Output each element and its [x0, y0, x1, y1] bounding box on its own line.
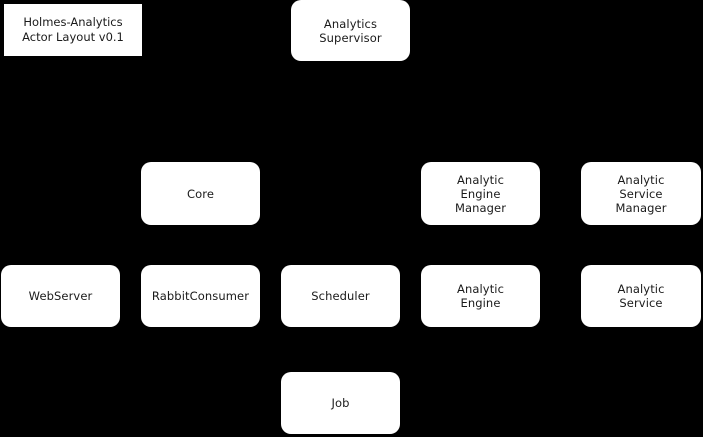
- node-analytics-supervisor[interactable]: Analytics Supervisor: [291, 0, 410, 61]
- node-core[interactable]: Core: [141, 162, 260, 225]
- node-analytic-service-manager[interactable]: Analytic Service Manager: [581, 162, 701, 225]
- node-analytic-engine[interactable]: Analytic Engine: [421, 265, 540, 327]
- diagram-title-box: Holmes-Analytics Actor Layout v0.1: [2, 2, 144, 58]
- node-analytic-service[interactable]: Analytic Service: [581, 265, 701, 327]
- node-analytic-engine-manager[interactable]: Analytic Engine Manager: [421, 162, 540, 225]
- node-webserver[interactable]: WebServer: [1, 265, 120, 327]
- node-rabbitconsumer[interactable]: RabbitConsumer: [141, 265, 260, 327]
- node-job[interactable]: Job: [281, 372, 400, 434]
- node-scheduler[interactable]: Scheduler: [281, 265, 400, 327]
